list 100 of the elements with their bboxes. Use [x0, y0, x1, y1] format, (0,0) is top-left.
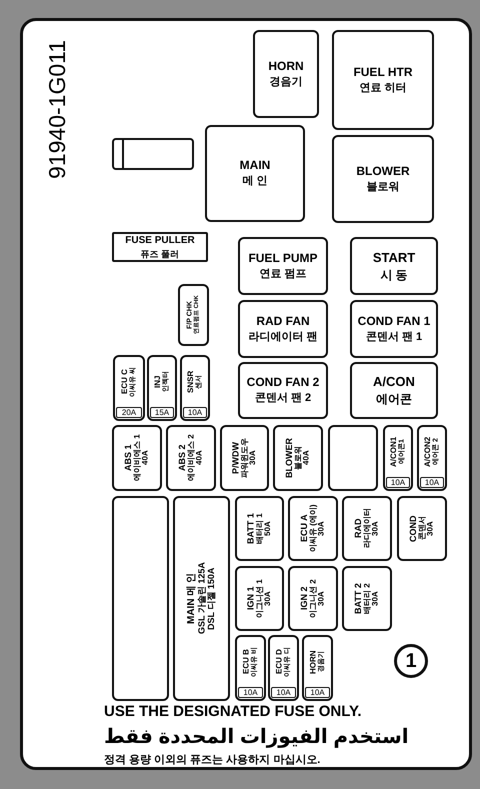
- fuse-label: 40A: [302, 450, 312, 466]
- fuse-label: SNSR: [187, 370, 196, 394]
- relay-label: 시 동: [380, 266, 408, 284]
- relay-label: 블로워: [366, 180, 400, 195]
- fuse-box: [288, 566, 338, 631]
- fuse-label: HORN: [310, 650, 318, 674]
- fuse-puller-label: 퓨즈 풀러: [140, 248, 180, 260]
- relay-label: 에어콘: [376, 391, 412, 408]
- fuse-label: INJ: [154, 376, 163, 388]
- fuse-box: [235, 496, 284, 561]
- relay-label: 메 인: [242, 174, 268, 190]
- relay-label: BLOWER: [356, 162, 410, 180]
- fuse-box: [220, 425, 269, 491]
- fuse-rating: 10A: [238, 687, 263, 698]
- fuse-box: [147, 355, 177, 421]
- fuse-label: DSL 디젤 150A: [206, 567, 216, 630]
- fuse-label: A/CON1: [390, 436, 399, 468]
- relay-label: FUEL PUMP: [248, 250, 318, 267]
- part-number: 91940-1G011: [44, 40, 71, 179]
- relay-box: [332, 135, 434, 223]
- fuse-rating: 10A: [420, 477, 444, 488]
- fuse-label: 50A: [264, 521, 273, 536]
- fuse-box: [397, 496, 447, 561]
- fuse-box: [112, 425, 162, 491]
- empty-slot: [112, 496, 169, 701]
- fuse-puller-drawing: [112, 138, 194, 170]
- callout-number: 1: [394, 644, 428, 678]
- relay-box: [350, 300, 438, 358]
- fuse-box: [417, 425, 447, 491]
- fuse-rating: 20A: [116, 407, 142, 418]
- fuse-label: ABS 2: [178, 444, 187, 472]
- fuse-rating: 10A: [271, 687, 296, 698]
- fuse-box: [166, 425, 216, 491]
- warning-text: استخدم الفيوزات المحددة فقط: [104, 725, 409, 749]
- relay-label: RAD FAN: [256, 312, 310, 330]
- fuse-label: 30A: [249, 450, 258, 466]
- relay-box: [350, 362, 438, 419]
- fuse-label: IGN 1: [246, 586, 256, 610]
- fuse-label: 파워윈도우: [240, 438, 250, 478]
- empty-slot: [328, 425, 378, 491]
- fuse-label: 블로워: [294, 446, 303, 470]
- fuse-box: [288, 496, 338, 561]
- fuse-label: P/WDW: [231, 442, 240, 474]
- fuse-label: ECU D: [276, 650, 284, 674]
- fuse-label: A/CON2: [424, 436, 433, 468]
- fuse-puller-box: [112, 232, 208, 262]
- fuse-label: GSL 가솔린 125A: [197, 562, 207, 634]
- relay-box: [253, 30, 319, 118]
- fuse-box: [235, 566, 284, 631]
- fuse-label: BLOWER: [284, 438, 294, 478]
- fuse-rating: 10A: [386, 477, 410, 488]
- fuse-label: 배터리 2: [363, 583, 372, 614]
- relay-box: [350, 237, 438, 295]
- fuse-label: 30A: [264, 591, 273, 606]
- fuse-label: 이씨유 (에이): [309, 504, 318, 552]
- fuse-label: ECU C: [121, 370, 130, 394]
- relay-box: [332, 30, 434, 130]
- fuse-label: 40A: [196, 450, 204, 466]
- fuse-label: 30A: [318, 591, 326, 606]
- fuse-box: [235, 635, 266, 701]
- relay-label: COND FAN 2: [246, 374, 320, 392]
- relay-label: A/CON: [373, 373, 415, 391]
- fuse-label: 콘덴서: [418, 516, 427, 540]
- fuse-label: 30A: [426, 521, 436, 536]
- relay-label: 콘덴서 팬 2: [254, 391, 312, 406]
- fuse-label: BATT 1: [246, 513, 256, 544]
- relay-label: 콘덴서 팬 1: [366, 330, 422, 345]
- warning-text: 정격 용량 이외의 퓨즈는 사용하지 마십시오.: [104, 753, 320, 767]
- fuse-label: COND: [408, 515, 418, 542]
- fuse-rating: 15A: [150, 407, 174, 418]
- fuse-label: IGN 2: [300, 586, 309, 610]
- fuse-box: [178, 284, 209, 346]
- fuse-rating: 10A: [183, 407, 207, 418]
- relay-label: START: [372, 248, 416, 266]
- fuse-label: 라디에이터: [363, 508, 372, 548]
- fuse-label: 40A: [142, 450, 150, 466]
- fuse-label: 에이비에스 1: [133, 434, 142, 482]
- fuse-label: 30A: [372, 521, 380, 536]
- fuse-box: [342, 566, 392, 631]
- fuse-rating: 10A: [305, 687, 330, 698]
- fuse-box: [383, 425, 413, 491]
- fuse-label: MAIN 메 인: [186, 572, 198, 624]
- fuse-label: 이그니션 1: [256, 579, 264, 618]
- relay-box: [238, 300, 328, 358]
- warning-text: USE THE DESIGNATED FUSE ONLY.: [104, 703, 362, 720]
- fuse-label: RAD: [354, 518, 363, 538]
- relay-label: 연료 히터: [359, 80, 407, 96]
- relay-label: FUEL HTR: [353, 64, 413, 81]
- fuse-box: [273, 425, 323, 491]
- fuse-box: [113, 355, 145, 421]
- fuse-puller-label: FUSE PULLER: [125, 234, 195, 248]
- relay-box: [238, 362, 328, 419]
- fuse-label: 배터리 1: [256, 513, 264, 544]
- relay-label: COND FAN 1: [358, 312, 430, 330]
- relay-label: 연료 펌프: [259, 266, 307, 282]
- fuse-box: [342, 496, 392, 561]
- fuse-label: 이그니션 2: [309, 579, 318, 618]
- fuse-box: [180, 355, 210, 421]
- relay-label: MAIN: [240, 157, 270, 174]
- fuse-box: [173, 496, 230, 701]
